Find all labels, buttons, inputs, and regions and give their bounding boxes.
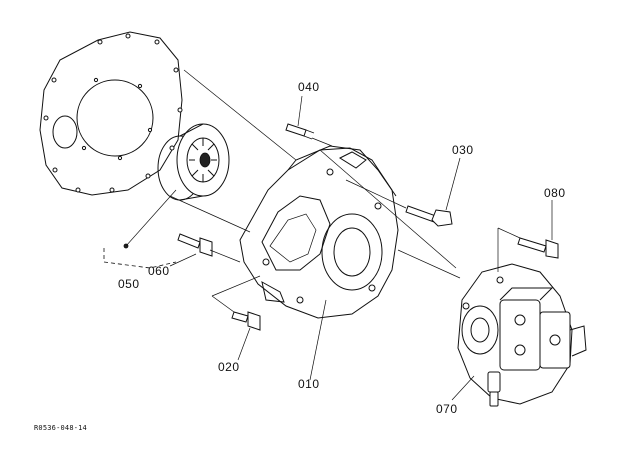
bolt-030 <box>405 205 453 227</box>
flywheel-mounting-plate <box>39 31 183 196</box>
callout-050[interactable]: 050 <box>118 277 140 291</box>
callout-020[interactable]: 020 <box>218 360 240 374</box>
drawing-reference-number: R0536-048-14 <box>34 424 87 432</box>
callout-080[interactable]: 080 <box>544 186 566 200</box>
hydraulic-pump <box>457 263 587 407</box>
stud-040 <box>285 123 315 140</box>
callout-040[interactable]: 040 <box>298 80 320 94</box>
leader-lines <box>103 95 553 401</box>
callout-030[interactable]: 030 <box>452 143 474 157</box>
callout-010[interactable]: 010 <box>298 377 320 391</box>
pump-housing <box>239 145 399 319</box>
bolt-080 <box>517 237 559 259</box>
assembly-lines <box>125 69 521 313</box>
coupling-disc <box>157 123 230 201</box>
bolt-020 <box>231 311 261 331</box>
bolt-060 <box>177 233 213 257</box>
callout-060[interactable]: 060 <box>148 264 170 278</box>
callout-070[interactable]: 070 <box>436 402 458 416</box>
